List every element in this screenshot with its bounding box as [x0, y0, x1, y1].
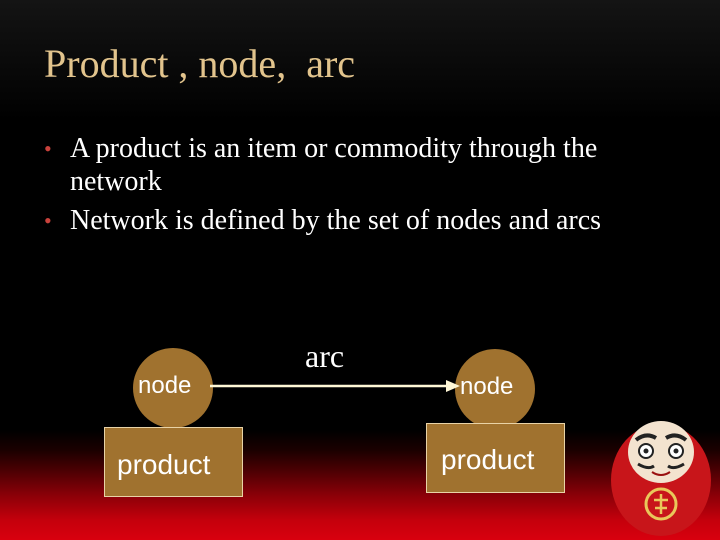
bullet-icon: • [44, 136, 52, 161]
node-circle-right [455, 349, 535, 429]
title-band [0, 0, 720, 120]
arc-label: arc [305, 338, 345, 374]
bullet-item: • Network is defined by the set of nodes… [44, 204, 694, 237]
arc-arrow [210, 380, 460, 392]
node-label-right: node [460, 373, 514, 400]
node-label-left: node [138, 372, 192, 399]
slide-title: Product , node, arc [44, 41, 356, 86]
arc-arrowhead-icon [446, 380, 460, 392]
node-circle-left [133, 348, 213, 428]
bullet-icon: • [44, 208, 52, 233]
product-label-left: product [117, 449, 211, 480]
bullet-list: • A product is an item or commodity thro… [44, 132, 694, 243]
bullet-item: • A product is an item or commodity thro… [44, 132, 694, 198]
product-label-right: product [441, 444, 535, 475]
daruma-doll-icon [611, 421, 711, 536]
bullet-text: Network is defined by the set of nodes a… [70, 205, 602, 236]
product-box-right [426, 423, 565, 493]
product-box-left [104, 427, 243, 497]
bullet-text: A product is an item or commodity throug… [70, 133, 598, 197]
